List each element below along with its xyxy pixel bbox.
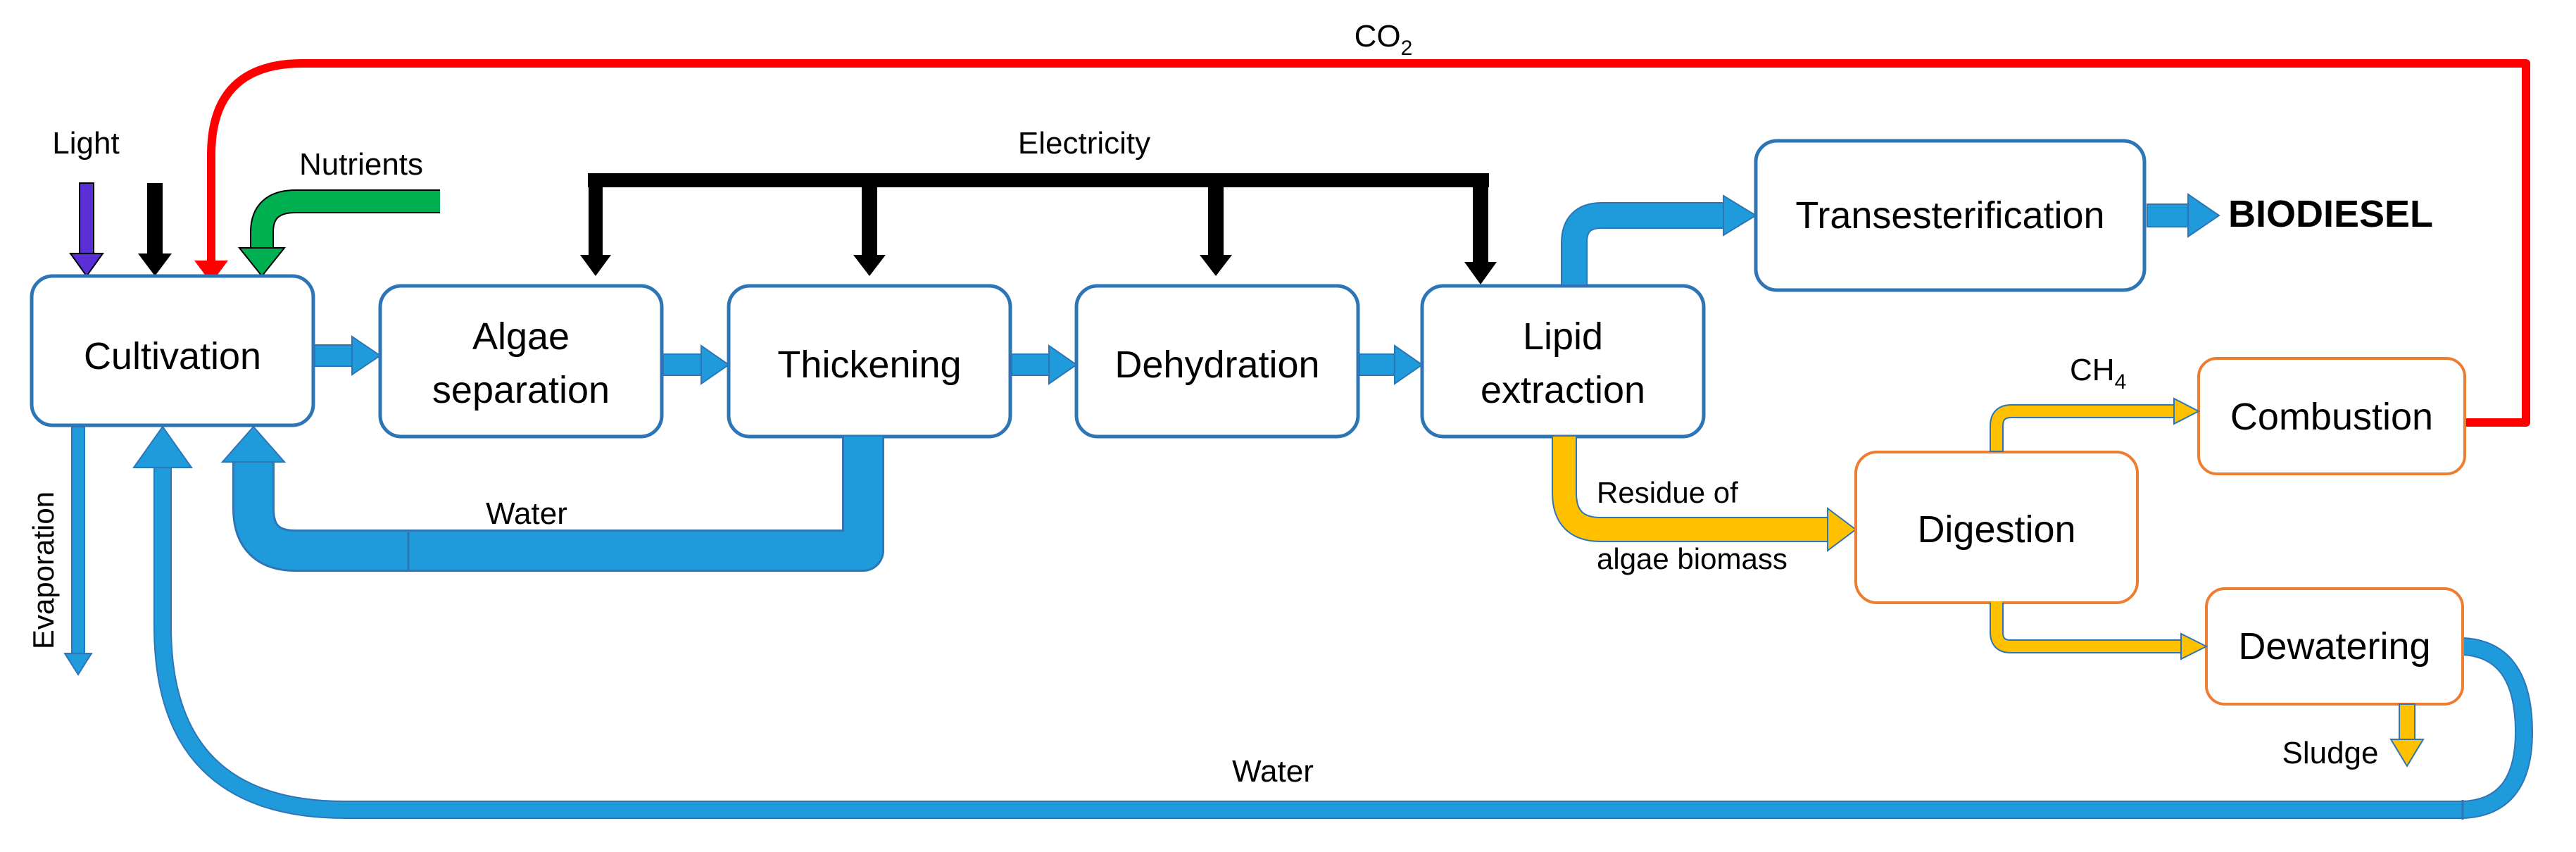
flow-arrow-thickening-to-dehydration bbox=[1011, 344, 1078, 385]
svg-text:Digestion: Digestion bbox=[1917, 508, 2075, 551]
flow-arrow-cultivation-to-separation bbox=[314, 335, 382, 376]
svg-text:Combustion: Combustion bbox=[2230, 396, 2433, 438]
svg-text:Algae: Algae bbox=[472, 315, 570, 358]
evaporation-label: Evaporation bbox=[27, 491, 60, 649]
light-label: Light bbox=[52, 126, 119, 161]
nutrients-arrow bbox=[237, 189, 440, 277]
flow-arrow-dehydration-to-lipid bbox=[1359, 344, 1424, 385]
svg-text:Cultivation: Cultivation bbox=[84, 335, 261, 377]
electricity-bus bbox=[580, 173, 1497, 284]
residue-label-line1: Residue of bbox=[1597, 476, 1738, 509]
transesterification-box: Transesterification bbox=[1754, 139, 2147, 292]
sludge-label: Sludge bbox=[2282, 736, 2378, 770]
svg-text:Transesterification: Transesterification bbox=[1795, 194, 2104, 237]
combustion-box: Combustion bbox=[2197, 357, 2466, 475]
residue-label-line2: algae biomass bbox=[1597, 542, 1788, 575]
residue-flow-arrow bbox=[1552, 437, 1857, 552]
light-arrow bbox=[69, 182, 104, 277]
digestion-box: Digestion bbox=[1854, 451, 2139, 604]
co2-recycle-line bbox=[194, 59, 2530, 427]
thickening-box: Thickening bbox=[727, 284, 1012, 439]
co2-label: CO2 bbox=[1355, 19, 1413, 60]
svg-text:Thickening: Thickening bbox=[777, 344, 961, 386]
svg-text:separation: separation bbox=[432, 369, 610, 411]
biodiesel-label: BIODIESEL bbox=[2228, 193, 2433, 235]
algae-separation-box: Algae separation bbox=[378, 284, 664, 439]
flow-arrow-to-biodiesel bbox=[2147, 193, 2220, 238]
svg-text:Lipid: Lipid bbox=[1523, 315, 1603, 358]
nutrients-label: Nutrients bbox=[299, 147, 423, 182]
ch4-label: CH4 bbox=[2070, 353, 2126, 394]
evaporation-arrow bbox=[63, 426, 93, 676]
sludge-arrow bbox=[2389, 703, 2425, 768]
electricity-input-arrow bbox=[138, 183, 172, 276]
lipid-extraction-box: Lipid extraction bbox=[1420, 284, 1706, 439]
ch4-flow-arrow bbox=[1990, 397, 2201, 452]
svg-text:Dehydration: Dehydration bbox=[1114, 344, 1319, 386]
dewatering-box: Dewatering bbox=[2205, 587, 2464, 706]
digestion-to-dewatering-arrow bbox=[1990, 601, 2209, 660]
water-recycle-label: Water bbox=[486, 496, 567, 531]
water-recycle-from-thickening bbox=[220, 425, 884, 572]
svg-text:extraction: extraction bbox=[1481, 369, 1645, 411]
water-return-label: Water bbox=[1232, 754, 1314, 789]
svg-text:Dewatering: Dewatering bbox=[2238, 625, 2430, 668]
electricity-label: Electricity bbox=[1018, 126, 1150, 161]
water-return-line bbox=[132, 425, 2533, 820]
dehydration-box: Dehydration bbox=[1074, 284, 1360, 439]
cultivation-box: Cultivation bbox=[30, 274, 315, 427]
flow-arrow-separation-to-thickening bbox=[662, 344, 730, 385]
flow-arrow-lipid-to-transesterification bbox=[1561, 194, 1757, 286]
